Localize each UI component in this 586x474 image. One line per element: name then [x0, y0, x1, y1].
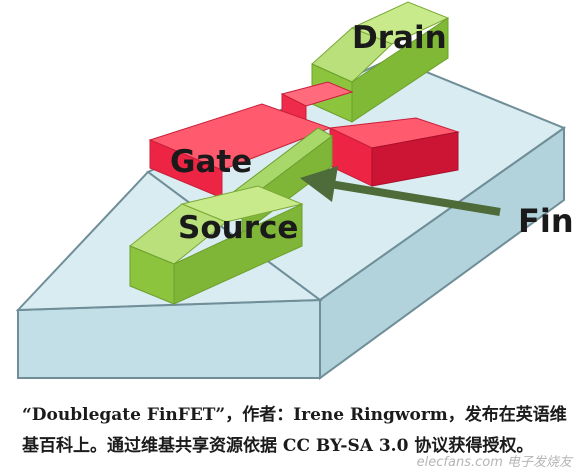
caption-line-2: 基百科上。通过维基共享资源依据 CC BY-SA 3.0 协议获得授权。: [22, 436, 534, 456]
gate-right-side: [371, 131, 459, 187]
caption-line-1: “Doublegate FinFET”，作者：Irene Ringworm，发布…: [22, 405, 567, 425]
drain-label: Drain: [352, 20, 447, 56]
figure-caption: “Doublegate FinFET”，作者：Irene Ringworm，发布…: [22, 400, 572, 462]
gate-label: Gate: [170, 144, 253, 180]
fin-label: Fin: [518, 202, 574, 240]
watermark: elecfans.com 电子发烧友: [416, 455, 572, 470]
substrate-side: [319, 126, 565, 380]
finfet-diagram: [15, 1, 567, 380]
fin-arrow: [300, 166, 501, 216]
source-block: [129, 185, 304, 305]
source-label: Source: [178, 210, 299, 246]
gate-block: [148, 81, 460, 199]
substrate-front: [17, 298, 321, 379]
